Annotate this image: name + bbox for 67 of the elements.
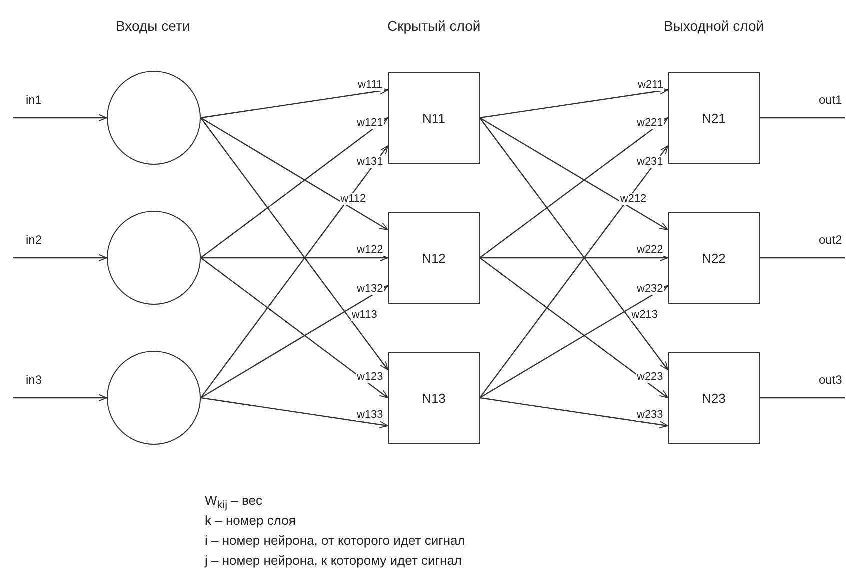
neuron-box — [668, 212, 760, 304]
edge-label: w212 — [619, 192, 648, 205]
arrow — [200, 146, 388, 398]
edge-label: w111 — [357, 78, 384, 91]
neuron-box — [668, 352, 760, 444]
arrow — [200, 88, 388, 119]
edge-label: in1 — [25, 94, 44, 106]
arrow — [480, 146, 668, 398]
edge-label: out2 — [818, 234, 844, 246]
edge-label: w133 — [356, 409, 384, 422]
arrow — [480, 285, 668, 399]
line — [760, 257, 845, 259]
line — [760, 117, 845, 119]
arrow — [200, 118, 388, 370]
edge-label: w131 — [356, 156, 384, 168]
edge-label: out3 — [818, 374, 844, 386]
edge-label: w123 — [356, 370, 384, 383]
neuron-label: N22 — [702, 250, 726, 266]
neuron-label: N11 — [422, 110, 446, 126]
arrow — [480, 254, 668, 262]
edge-label: in2 — [25, 234, 44, 246]
edge-label: w222 — [636, 244, 664, 256]
arrow — [13, 394, 108, 402]
edge-label: w221 — [636, 117, 664, 130]
layer-heading: Входы сети — [116, 18, 190, 34]
arrow — [200, 397, 388, 428]
neuron-box — [388, 352, 480, 444]
edge-label: w231 — [636, 156, 664, 168]
arrow — [200, 285, 388, 399]
neuron-box — [668, 72, 760, 164]
arrow — [480, 118, 668, 370]
legend-note: i – номер нейрона, от которого идет сигнал — [205, 533, 466, 548]
arrow — [480, 397, 668, 428]
line — [760, 397, 845, 399]
edge-label: w121 — [356, 117, 384, 130]
neuron-label: N23 — [702, 390, 726, 406]
legend-note: W$_{kij}$ – вес — [205, 493, 262, 512]
legend-note: k – номер слоя — [205, 513, 296, 528]
neuron-label: N13 — [422, 390, 446, 406]
arrow — [13, 254, 108, 262]
layer-heading: Скрытый слой — [388, 18, 481, 34]
edge-label: w213 — [630, 308, 659, 321]
edge-label: w113 — [350, 308, 378, 321]
arrow — [200, 118, 388, 258]
arrow — [480, 117, 668, 231]
edge-label: w211 — [637, 78, 664, 91]
arrow — [480, 258, 668, 398]
arrow — [200, 117, 388, 231]
edge-label: w132 — [356, 282, 384, 295]
arrow — [201, 254, 388, 262]
neuron-label: N12 — [422, 250, 446, 266]
arrow — [200, 258, 388, 398]
edge-label: w223 — [636, 370, 664, 383]
arrow — [480, 118, 668, 258]
edge-label: w233 — [636, 409, 664, 422]
edge-label: out1 — [818, 94, 844, 106]
edge-label: w122 — [356, 244, 384, 256]
neuron-box — [388, 212, 480, 304]
neuron-label: N21 — [702, 110, 726, 126]
layer-heading: Выходной слой — [664, 18, 764, 34]
edge-label: w112 — [340, 192, 368, 205]
arrow — [13, 114, 108, 122]
edge-label: w232 — [636, 282, 664, 295]
edge-label: in3 — [25, 374, 44, 386]
arrow — [480, 88, 668, 119]
neuron-box — [388, 72, 480, 164]
legend-note: j – номер нейрона, к которому идет сигнал — [205, 553, 462, 568]
